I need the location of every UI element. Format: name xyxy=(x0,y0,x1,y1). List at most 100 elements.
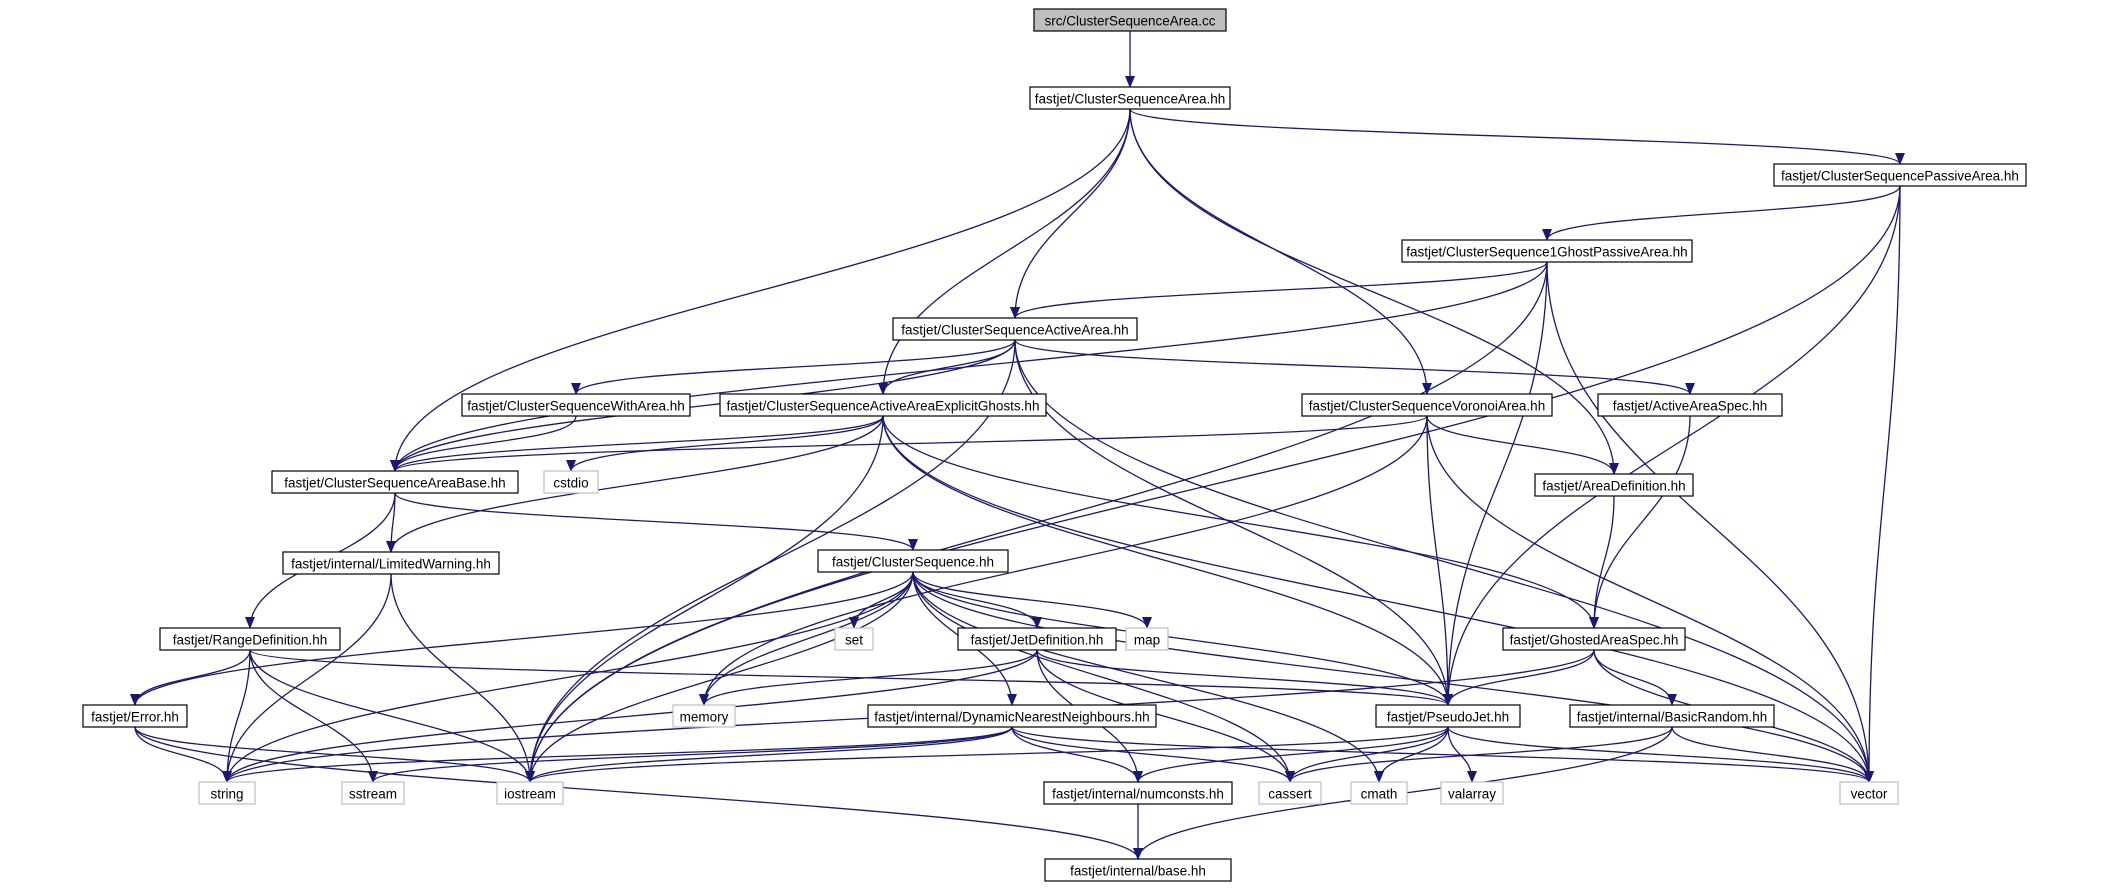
node-box xyxy=(892,317,1138,341)
node-box xyxy=(1502,627,1686,651)
node-box xyxy=(867,704,1157,728)
node-label: fastjet/RangeDefinition.hh xyxy=(173,633,328,648)
edge-cs-to-cmath xyxy=(912,571,1384,783)
edge-csaaeg-to-cstdio xyxy=(566,415,884,472)
edge-cspa-to-cs1g xyxy=(1542,185,1901,241)
edge-csa-to-csaaeg xyxy=(878,108,1131,395)
node-csva[interactable]: fastjet/ClusterSequenceVoronoiArea.hh xyxy=(1301,393,1553,417)
node-csa[interactable]: fastjet/ClusterSequenceArea.hh xyxy=(1029,86,1231,110)
node-pj[interactable]: fastjet/PseudoJet.hh xyxy=(1375,704,1521,728)
edge-csaaeg-to-gas xyxy=(882,415,1599,629)
node-err[interactable]: fastjet/Error.hh xyxy=(82,704,188,728)
node-label: fastjet/ClusterSequenceAreaBase.hh xyxy=(284,476,505,491)
node-label: fastjet/ClusterSequence.hh xyxy=(832,555,994,570)
node-base[interactable]: fastjet/internal/base.hh xyxy=(1044,858,1232,882)
edge-ad-to-gas xyxy=(1589,495,1615,629)
edge-cs-to-iostream xyxy=(525,571,914,783)
node-label: fastjet/PseudoJet.hh xyxy=(1387,710,1509,725)
node-sstream: sstream xyxy=(341,781,405,805)
edge-cs-to-map xyxy=(912,571,1152,629)
edge-cs-to-string xyxy=(222,571,914,783)
edge-pj-to-iostream xyxy=(525,726,1449,783)
node-label: iostream xyxy=(504,787,556,802)
graph-nodes: src/ClusterSequenceArea.cc fastjet/Cluste… xyxy=(82,8,2027,882)
edge-dnn-to-vector xyxy=(1011,726,1874,783)
node-box xyxy=(1597,393,1783,417)
node-label: string xyxy=(210,787,243,802)
node-label: cmath xyxy=(1361,787,1398,802)
node-label: src/ClusterSequenceArea.cc xyxy=(1044,14,1215,29)
node-label: fastjet/internal/DynamicNearestNeighbour… xyxy=(874,710,1149,725)
node-memory: memory xyxy=(672,704,736,728)
edge-csaa-to-csaaeg xyxy=(878,339,1016,395)
node-br[interactable]: fastjet/internal/BasicRandom.hh xyxy=(1569,704,1775,728)
node-label: fastjet/ClusterSequenceActiveArea.hh xyxy=(901,323,1128,338)
edge-gas-to-br xyxy=(1593,649,1677,706)
node-cspa[interactable]: fastjet/ClusterSequencePassiveArea.hh xyxy=(1773,163,2027,187)
edge-lw-to-iostream xyxy=(390,573,535,783)
node-vector: vector xyxy=(1839,781,1899,805)
node-root: src/ClusterSequenceArea.cc xyxy=(1033,8,1227,32)
node-box xyxy=(1569,704,1775,728)
node-label: fastjet/ClusterSequenceWithArea.hh xyxy=(467,399,685,414)
node-label: cassert xyxy=(1268,787,1312,802)
node-box xyxy=(672,704,736,728)
node-ad[interactable]: fastjet/AreaDefinition.hh xyxy=(1534,473,1694,497)
node-aas[interactable]: fastjet/ActiveAreaSpec.hh xyxy=(1597,393,1783,417)
node-csaa[interactable]: fastjet/ClusterSequenceActiveArea.hh xyxy=(892,317,1138,341)
node-rd[interactable]: fastjet/RangeDefinition.hh xyxy=(159,627,341,651)
node-box xyxy=(1440,781,1504,805)
node-csaaeg[interactable]: fastjet/ClusterSequenceActiveAreaExplici… xyxy=(719,393,1047,417)
node-label: fastjet/Error.hh xyxy=(91,710,179,725)
edge-csaa-to-vector xyxy=(1014,339,1874,783)
node-label: fastjet/ClusterSequenceArea.hh xyxy=(1035,92,1226,107)
node-box xyxy=(1043,781,1233,805)
node-box xyxy=(543,470,599,494)
edge-cs1g-to-pj xyxy=(1443,261,1548,706)
node-dnn[interactable]: fastjet/internal/DynamicNearestNeighbour… xyxy=(867,704,1157,728)
node-cassert: cassert xyxy=(1258,781,1322,805)
node-box xyxy=(271,470,519,494)
edge-csaaeg-to-iostream xyxy=(525,415,884,783)
edge-cs-to-vector xyxy=(912,571,1874,783)
node-box xyxy=(341,781,405,805)
node-gas[interactable]: fastjet/GhostedAreaSpec.hh xyxy=(1502,627,1686,651)
edge-cspa-to-pj xyxy=(1443,185,1901,706)
edge-cs1g-to-vector xyxy=(1546,261,1874,783)
node-jd[interactable]: fastjet/JetDefinition.hh xyxy=(957,627,1117,651)
edge-cs-to-set xyxy=(849,571,914,629)
node-box xyxy=(1839,781,1899,805)
node-nc[interactable]: fastjet/internal/numconsts.hh xyxy=(1043,781,1233,805)
edge-jd-to-string xyxy=(222,649,1038,783)
edge-cs-to-err xyxy=(130,571,914,706)
node-iostream: iostream xyxy=(496,781,564,805)
edge-cs-to-pj xyxy=(912,571,1453,706)
edge-br-to-cassert xyxy=(1285,726,1673,783)
node-csab[interactable]: fastjet/ClusterSequenceAreaBase.hh xyxy=(271,470,519,494)
node-cs[interactable]: fastjet/ClusterSequence.hh xyxy=(817,549,1009,573)
node-label: fastjet/AreaDefinition.hh xyxy=(1542,479,1685,494)
node-map: map xyxy=(1125,627,1169,651)
edge-csaa-to-aas xyxy=(1014,339,1695,395)
node-lw[interactable]: fastjet/internal/LimitedWarning.hh xyxy=(282,551,500,575)
node-box xyxy=(1401,239,1693,263)
node-box xyxy=(198,781,256,805)
edge-dnn-to-string xyxy=(222,726,1013,783)
edge-aas-to-gas xyxy=(1589,415,1691,629)
node-label: fastjet/ActiveAreaSpec.hh xyxy=(1613,399,1768,414)
node-label: sstream xyxy=(349,787,397,802)
node-box xyxy=(1301,393,1553,417)
node-label: fastjet/internal/BasicRandom.hh xyxy=(1577,710,1768,725)
edge-cs-to-cassert xyxy=(912,571,1295,783)
edge-csva-to-vector xyxy=(1426,415,1874,783)
node-box xyxy=(834,627,874,651)
edge-cswa-to-csab xyxy=(390,415,577,472)
node-box xyxy=(82,704,188,728)
edge-pj-to-nc xyxy=(1133,726,1449,783)
edge-lw-to-string xyxy=(222,573,392,783)
node-cs1g[interactable]: fastjet/ClusterSequence1GhostPassiveArea… xyxy=(1401,239,1693,263)
node-cswa[interactable]: fastjet/ClusterSequenceWithArea.hh xyxy=(461,393,691,417)
edge-cspa-to-iostream xyxy=(525,185,1901,783)
edge-rd-to-iostream xyxy=(249,649,535,783)
